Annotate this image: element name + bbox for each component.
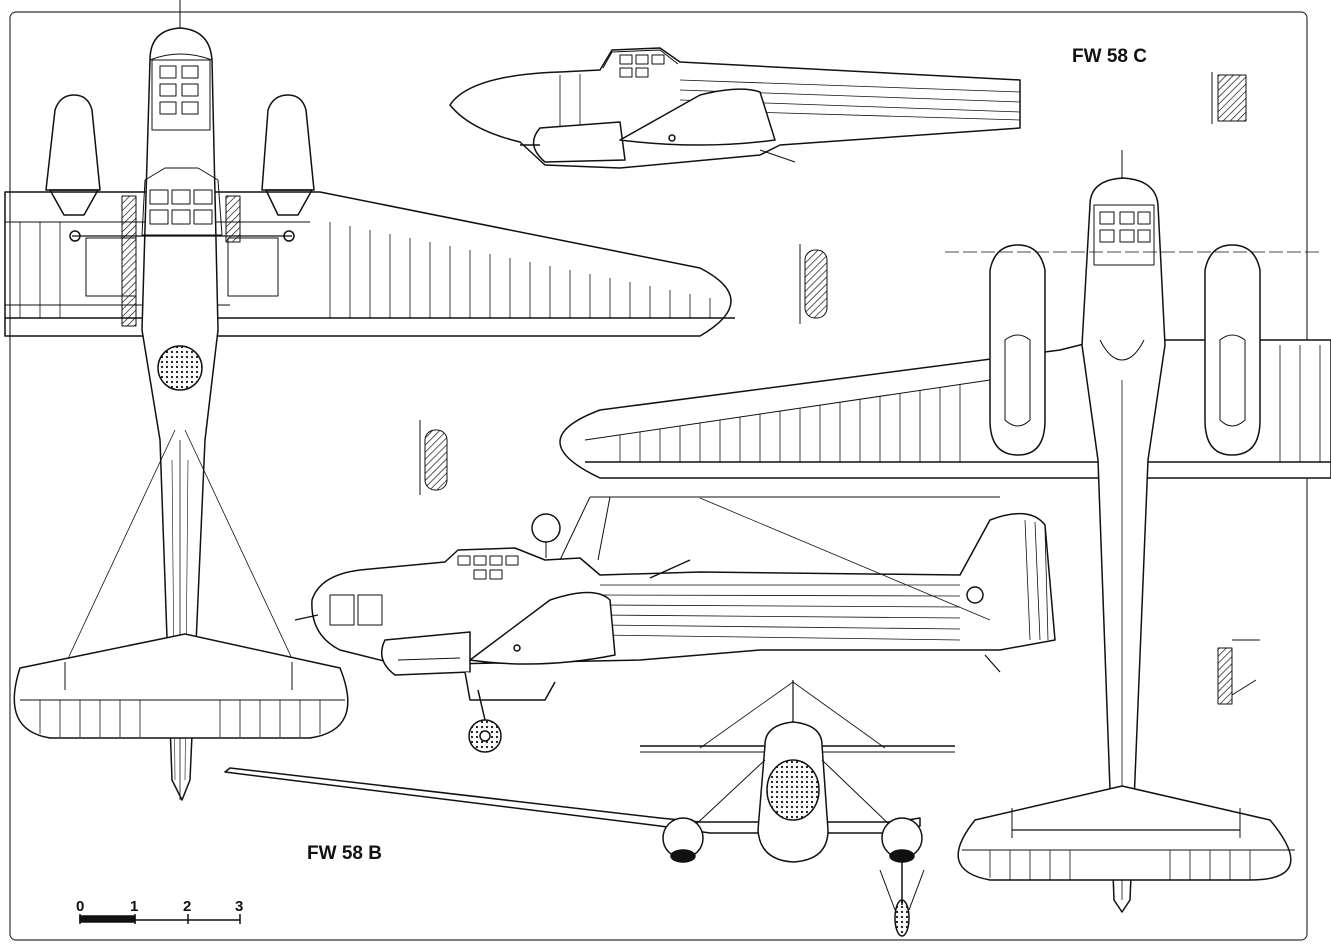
scale-bar [79, 914, 241, 924]
label-fw58b: FW 58 B [307, 843, 382, 864]
side-view-b-engine [380, 631, 471, 676]
top-view-fuselage [141, 27, 219, 801]
side-view-b-dome [531, 513, 561, 543]
section-details [419, 72, 1260, 705]
top-view-wing-ribs [19, 222, 711, 318]
top-view-engine-left [45, 94, 137, 297]
scale-tick-3: 3 [235, 898, 244, 915]
side-view-b-wing [469, 591, 616, 665]
right-view-tailplane [957, 785, 1292, 881]
right-view-engine-right [1204, 244, 1261, 456]
top-view-turret [157, 345, 203, 391]
right-view-engine-left [989, 244, 1046, 456]
front-view [224, 680, 955, 937]
top-view [4, 0, 735, 801]
side-view-c-wing [619, 88, 776, 146]
scale-tick-2: 2 [183, 898, 192, 915]
top-view-tailplane [13, 633, 349, 739]
front-view-nose [766, 759, 820, 821]
scale-tick-0: 0 [76, 898, 85, 915]
scale-tick-1: 1 [130, 898, 139, 915]
right-view-fuselage [1081, 177, 1166, 913]
top-view-right [559, 150, 1331, 913]
side-view-fw58b [294, 496, 1056, 753]
side-view-fw58c [449, 47, 1021, 169]
top-view-engine-right [227, 94, 315, 297]
top-view-canopy [141, 65, 223, 236]
label-fw58c: FW 58 C [1072, 46, 1147, 67]
top-view-wing [4, 191, 732, 337]
